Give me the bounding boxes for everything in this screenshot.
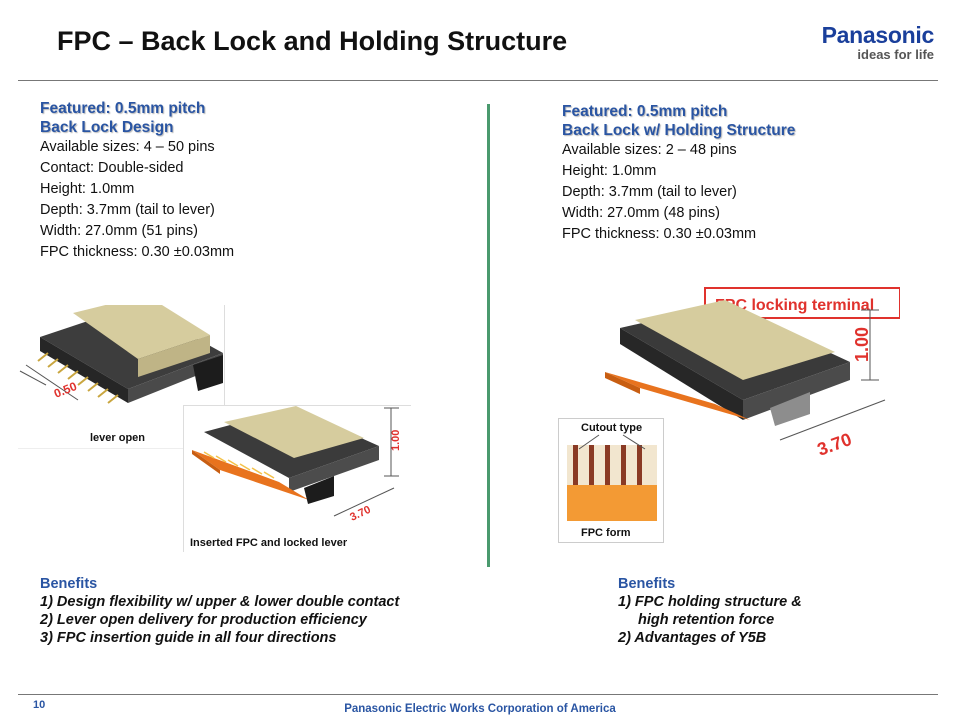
right-spec-line: Height: 1.0mm: [562, 163, 657, 179]
right-benefit-item-cont: high retention force: [638, 612, 775, 628]
page-number: 10: [33, 699, 46, 711]
right-benefit-item: 1) FPC holding structure &: [618, 594, 802, 610]
left-heading-pitch: Featured: 0.5mm pitch: [40, 100, 206, 117]
right-benefits-title: Benefits: [618, 576, 676, 592]
footer-divider: [18, 694, 938, 695]
right-spec-line: Width: 27.0mm (48 pins): [562, 205, 720, 221]
fpc-form-label-bottom: FPC form: [581, 527, 631, 539]
locked-dim-height: 1.00: [390, 430, 402, 451]
panasonic-logo: Panasonic ideas for life: [821, 22, 935, 62]
right-spec-block: Featured: 0.5mm pitch Back Lock w/ Holdi…: [562, 102, 795, 245]
left-spec-line: Available sizes: 4 – 50 pins: [40, 139, 215, 155]
locked-dim-depth: 3.70: [348, 504, 372, 524]
hold-dim-height: 1.00: [852, 327, 872, 362]
fpc-form-label-top: Cutout type: [581, 422, 642, 434]
right-spec-line: FPC thickness: 0.30 ±0.03mm: [562, 226, 757, 242]
right-benefit-item: 2) Advantages of Y5B: [618, 630, 767, 646]
slide-title: FPC – Back Lock and Holding Structure: [57, 26, 568, 56]
right-benefits: Benefits 1) FPC holding structure & high…: [618, 575, 802, 647]
left-spec-line: Width: 27.0mm (51 pins): [40, 223, 198, 239]
lever-caption: lever open: [90, 432, 145, 444]
column-divider: [487, 104, 490, 567]
left-benefit-item: 3) FPC insertion guide in all four direc…: [40, 630, 337, 646]
logo-brand: Panasonic: [821, 22, 935, 48]
left-heading-design: Back Lock Design: [40, 119, 174, 136]
locking-terminal-callout: FPC locking terminal: [715, 297, 874, 314]
left-benefit-item: 1) Design flexibility w/ upper & lower d…: [40, 594, 400, 610]
right-heading-pitch: Featured: 0.5mm pitch: [562, 103, 728, 120]
fpc-form-figure: Cutout type FPC form: [558, 418, 664, 543]
footer-company: Panasonic Electric Works Corporation of …: [344, 703, 616, 715]
right-heading-design: Back Lock w/ Holding Structure: [562, 122, 796, 139]
left-spec-line: Contact: Double-sided: [40, 160, 184, 176]
left-spec-line: Height: 1.0mm: [40, 181, 135, 197]
right-spec-line: Depth: 3.7mm (tail to lever): [562, 184, 737, 200]
right-spec-line: Available sizes: 2 – 48 pins: [562, 142, 737, 158]
left-spec-block: Featured: 0.5mm pitch Back Lock Design A…: [40, 99, 234, 263]
left-benefit-item: 2) Lever open delivery for production ef…: [40, 612, 367, 628]
locked-lever-figure: 1.00 3.70 Inserted FPC and locked lever: [183, 405, 411, 552]
lever-open-figure: 0.50 lever open: [18, 305, 225, 449]
left-spec-line: FPC thickness: 0.30 ±0.03mm: [40, 244, 235, 260]
left-benefits: Benefits 1) Design flexibility w/ upper …: [40, 575, 399, 647]
left-benefits-title: Benefits: [40, 576, 98, 592]
hold-dim-depth: 3.70: [815, 429, 855, 460]
logo-tagline: ideas for life: [857, 47, 934, 62]
left-spec-line: Depth: 3.7mm (tail to lever): [40, 202, 215, 218]
locked-caption: Inserted FPC and locked lever: [190, 537, 348, 549]
header-divider: [18, 80, 938, 81]
